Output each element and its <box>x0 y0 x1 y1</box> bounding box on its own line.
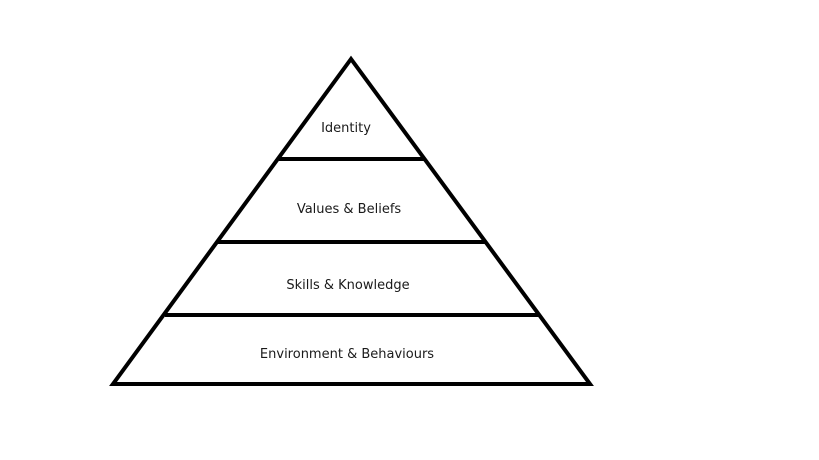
pyramid-outline <box>109 55 594 386</box>
tier-label-skills-knowledge: Skills & Knowledge <box>286 278 409 293</box>
tier-label-environment-behaviours: Environment & Behaviours <box>260 347 434 362</box>
tier-label-identity: Identity <box>321 121 371 136</box>
tier-label-values-beliefs: Values & Beliefs <box>297 202 402 217</box>
